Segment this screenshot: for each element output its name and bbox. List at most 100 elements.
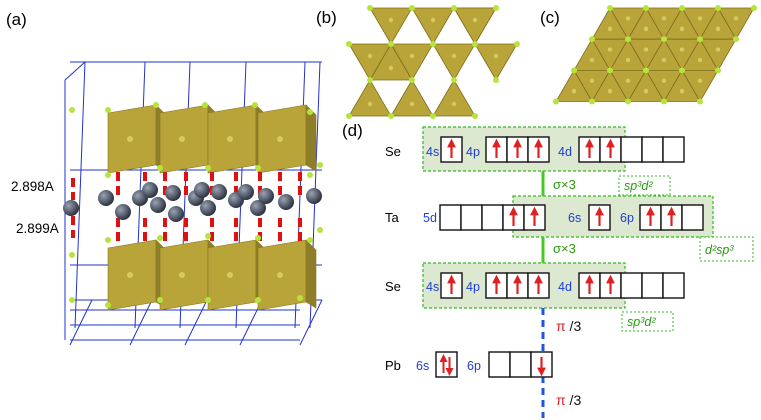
pb-atom [238, 184, 254, 200]
ta-atom [227, 136, 233, 142]
panel-label-c: (c) [540, 8, 560, 27]
se-atom [661, 36, 667, 43]
se-atom [625, 98, 631, 105]
pb-6p-box [509, 351, 532, 378]
se-atom [388, 113, 394, 119]
cell-edge-depth [64, 61, 86, 81]
ta-atom [661, 16, 667, 21]
ta-atom [179, 136, 185, 142]
pb-atom [211, 184, 227, 200]
pi-label-bottom: π /3 [556, 392, 581, 408]
pi-label-top: π /3 [556, 318, 581, 334]
ta-atom [227, 272, 233, 278]
ta-6p-box [681, 204, 704, 231]
hybrid-box-se-top [618, 175, 671, 196]
se-atom [69, 107, 75, 113]
panel-label-d: (d) [342, 121, 363, 140]
orbital-label-se-bottom-4d: 4d [558, 280, 572, 294]
orbital-label-ta-6p: 6p [620, 211, 634, 225]
se-atom [388, 41, 394, 47]
orbital-label-se-top-4s: 4s [426, 145, 439, 159]
se-atom [307, 237, 313, 243]
se-atom [493, 77, 499, 83]
cell-edge-depth [299, 299, 323, 346]
pb-atom [278, 194, 294, 210]
pb-atom [63, 200, 79, 216]
se-atom [715, 5, 721, 11]
ta-atom [625, 78, 631, 83]
panel-label-b: (b) [316, 8, 337, 27]
triangle-unit [627, 69, 665, 102]
ta-atom [388, 17, 394, 23]
element-ta: Ta [385, 210, 400, 225]
se-atom [409, 77, 415, 83]
cell-edge-depth [129, 299, 153, 346]
cell-edge-depth [69, 299, 93, 346]
ta-atom [277, 272, 283, 278]
ta-atom [127, 136, 133, 142]
ta-atom [493, 53, 499, 59]
pb-6p-box [488, 351, 511, 378]
se-atom [105, 107, 111, 113]
hybrid-label-se-top: sp³d² [624, 179, 653, 193]
ta-5d-box [481, 204, 504, 231]
se-atom [661, 98, 667, 105]
bond-length-upper: 2.898A [11, 179, 54, 194]
ta-atom [625, 57, 631, 63]
se-atom [307, 109, 313, 115]
ta-atom [409, 53, 415, 59]
sigma-label-bottom: σ×3 [553, 241, 576, 256]
pi-fraction-bottom: /3 [566, 392, 582, 408]
pb-atom [168, 206, 184, 222]
se-atom [255, 297, 261, 303]
ta-atom [697, 16, 703, 21]
pb-atom [258, 188, 274, 204]
se-atom [553, 98, 559, 105]
ta-atom [571, 88, 577, 94]
ta-atom [715, 47, 721, 52]
se-atom [751, 5, 757, 11]
se-atom [367, 77, 373, 83]
triangle-unit [369, 43, 413, 81]
se-atom [157, 165, 163, 171]
element-se-bottom: Se [385, 279, 401, 294]
se-atom [472, 41, 478, 47]
ta-atom [127, 272, 133, 278]
se-atom [589, 98, 595, 105]
hybrid-label-se-bottom: sp³d² [627, 315, 656, 329]
pb-atom [150, 197, 166, 213]
pb-se-bonds [71, 172, 302, 245]
orbital-label-se-top-4p: 4p [466, 145, 480, 159]
ta-atom [607, 88, 613, 94]
pb-atom [98, 190, 114, 206]
ta-atom [625, 16, 631, 21]
se-atom [733, 36, 739, 43]
se-top-4d-box [620, 136, 643, 163]
bond-length-lower: 2.899A [16, 221, 59, 236]
ta-atom [179, 272, 185, 278]
orbital-label-pb-6s: 6s [416, 359, 429, 373]
se-atom [625, 36, 631, 43]
se-atom [430, 113, 436, 119]
se-atom [697, 98, 703, 105]
se-atom [307, 172, 313, 178]
ta-atom [607, 47, 613, 52]
se-atom [69, 297, 75, 303]
element-pb: Pb [385, 358, 401, 373]
triangle-unit [591, 69, 629, 102]
pb-6s-box [435, 351, 458, 378]
ta-atom [661, 57, 667, 63]
se-atom [252, 102, 258, 108]
ta-atom [733, 16, 739, 21]
tase6-octahedron-side [305, 239, 317, 309]
ta-atom [472, 17, 478, 23]
orbital-boxes [435, 136, 704, 378]
se-atom [205, 233, 211, 239]
se-atom [715, 67, 721, 74]
triangle-unit [348, 79, 392, 117]
triangle-unit [663, 69, 701, 102]
se-bottom-4d-box [641, 272, 664, 299]
ta-atom [643, 26, 649, 31]
se-atom [205, 165, 211, 171]
